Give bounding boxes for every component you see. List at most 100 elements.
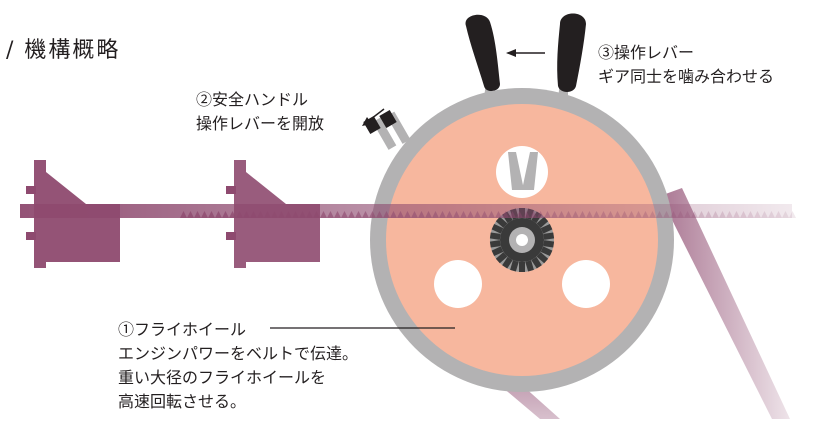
rack-tooth: [509, 211, 516, 218]
lever-arrow: [506, 49, 545, 57]
flywheel-label-desc-2: 重い大径のフライホイールを: [118, 368, 327, 387]
rack-tooth: [180, 211, 187, 218]
rack-tooth: [383, 211, 390, 218]
rack-tooth: [761, 211, 768, 218]
rack-tooth: [789, 211, 796, 218]
rack-tooth: [726, 211, 733, 218]
rack-tooth: [558, 211, 565, 218]
rack-tooth: [733, 211, 740, 218]
rack-tooth: [530, 211, 537, 218]
safety-handle-label: ②安全ハンドル 操作レバーを開放: [196, 88, 324, 136]
rack-tooth: [642, 211, 649, 218]
rack-tooth: [222, 211, 229, 218]
rack-tooth: [614, 211, 621, 218]
rack-tooth: [453, 211, 460, 218]
operating-lever-left[interactable]: [465, 14, 500, 100]
rack-tooth: [775, 211, 782, 218]
rack-tooth: [712, 211, 719, 218]
flywheel-label-desc-1: エンジンパワーをベルトで伝達。: [118, 344, 359, 363]
rack-tooth: [397, 211, 404, 218]
rack-tooth: [649, 211, 656, 218]
rack-tooth: [446, 211, 453, 218]
rack-tooth: [208, 211, 215, 218]
rack-tooth: [698, 211, 705, 218]
rack-tooth: [411, 211, 418, 218]
lever-label-title: ③操作レバー: [598, 43, 695, 62]
rack-tooth: [327, 211, 334, 218]
gear-tooth: [543, 232, 555, 240]
rack-tooth: [432, 211, 439, 218]
rack-tooth: [215, 211, 222, 218]
flywheel-top-window: [496, 146, 548, 198]
rack-tooth: [523, 211, 530, 218]
rack-tooth: [593, 211, 600, 218]
rack-tooth: [369, 211, 376, 218]
rack-tooth: [551, 211, 558, 218]
rack-tooth: [544, 211, 551, 218]
rack-tooth: [565, 211, 572, 218]
page-heading: / 機構概略: [6, 38, 121, 63]
rack-tooth: [187, 211, 194, 218]
rack-tooth: [754, 211, 761, 218]
gear-tooth: [489, 240, 501, 248]
gear-tooth: [495, 216, 508, 228]
rack-tooth: [425, 211, 432, 218]
gear-tooth: [495, 252, 508, 264]
rack-tooth: [201, 211, 208, 218]
rack-tooth: [719, 211, 726, 218]
rack-tooth: [320, 211, 327, 218]
rack-tooth: [516, 211, 523, 218]
rack-tooth: [705, 211, 712, 218]
rack-tooth: [579, 211, 586, 218]
rack-tooth: [635, 211, 642, 218]
rack-tooth: [768, 211, 775, 218]
rack-tooth: [691, 211, 698, 218]
rack-tooth: [481, 211, 488, 218]
rack-tooth: [677, 211, 684, 218]
rack-bar: [20, 204, 796, 218]
gear-tooth: [502, 256, 513, 269]
rack-tooth: [404, 211, 411, 218]
rack-tooth: [663, 211, 670, 218]
rack-tooth: [488, 211, 495, 218]
rack-tooth: [439, 211, 446, 218]
gear-tooth: [543, 240, 555, 248]
rack-tooth: [656, 211, 663, 218]
flywheel-label-title: ①フライホイール: [118, 320, 247, 339]
rack-tooth: [628, 211, 635, 218]
rack-tooth: [670, 211, 677, 218]
flywheel-hole-left: [434, 260, 482, 308]
rack-tooth: [537, 211, 544, 218]
rack-tooth: [376, 211, 383, 218]
rack-tooth: [474, 211, 481, 218]
gear-tooth: [536, 252, 549, 264]
rack-tooth: [334, 211, 341, 218]
gear-tooth: [510, 260, 519, 272]
gear-tooth: [525, 260, 534, 272]
gear-tooth: [540, 223, 553, 234]
rack-tooth: [747, 211, 754, 218]
rack-tooth: [341, 211, 348, 218]
gear-tooth: [491, 223, 504, 234]
rack-tooth: [348, 211, 355, 218]
rack-tooth: [460, 211, 467, 218]
rack-tooth: [621, 211, 628, 218]
safety-handle[interactable]: [363, 109, 411, 150]
rack-tooth: [502, 211, 509, 218]
safety-handle-arrow: [362, 108, 385, 126]
rack-tooth: [782, 211, 789, 218]
safety-handle-label-title: ②安全ハンドル: [196, 90, 309, 109]
rack-tooth: [362, 211, 369, 218]
rack-tooth: [194, 211, 201, 218]
rack-tooth: [495, 211, 502, 218]
rack-tooth: [600, 211, 607, 218]
rack-tooth: [418, 211, 425, 218]
lever-label-desc: ギア同士を噛み合わせる: [598, 67, 775, 86]
operating-lever-right[interactable]: [557, 13, 586, 101]
gear-tooth: [536, 216, 549, 228]
rack-tooth: [390, 211, 397, 218]
rack-tooth: [355, 211, 362, 218]
rack-tooth: [586, 211, 593, 218]
